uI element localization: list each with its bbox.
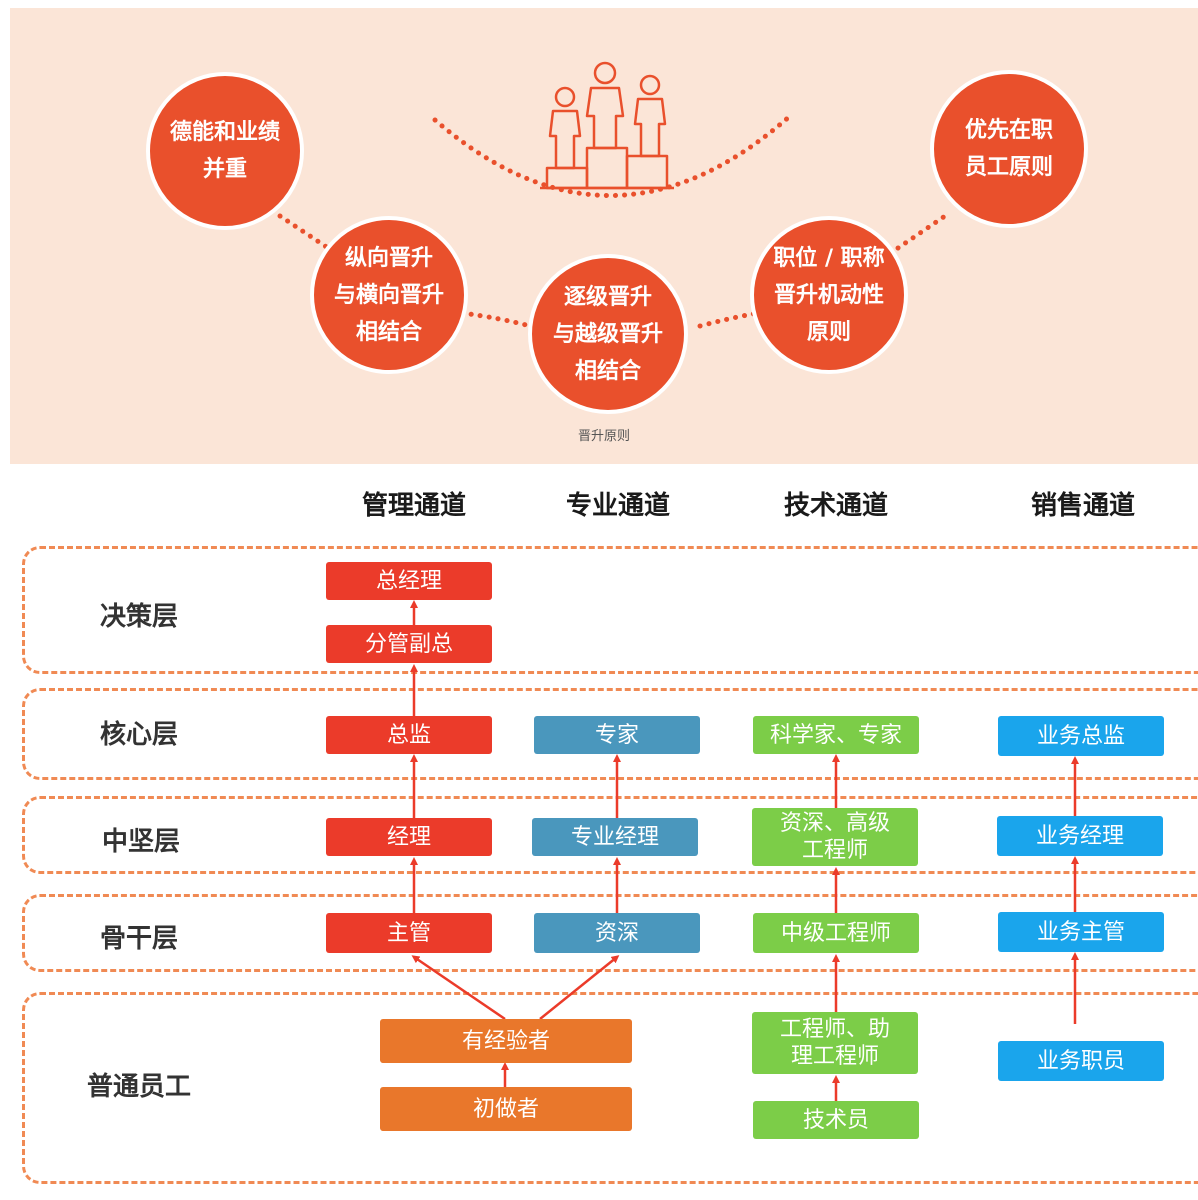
node-pro-senior: 资深: [534, 913, 700, 953]
node-pro-manager: 专业经理: [532, 818, 698, 856]
layer-band-staff: [22, 992, 1198, 1184]
connector-dots-1: [277, 213, 331, 251]
principle-text: 员工原则: [964, 155, 1053, 180]
principle-text: 并重: [202, 157, 247, 182]
layer-band-middle: [22, 796, 1198, 874]
header-technical-channel: 技术通道: [783, 491, 888, 521]
node-sales-director: 业务总监: [998, 716, 1164, 756]
principle-text: 德能和业绩: [169, 120, 280, 145]
principle-text: 纵向晋升: [344, 245, 433, 271]
principle-circle-stepwise-skip: 逐级晋升 与越级晋升 相结合: [528, 254, 688, 414]
node-experienced: 有经验者: [380, 1019, 632, 1063]
dotted-arc: [432, 113, 793, 198]
node-tech-technician: 技术员: [753, 1101, 919, 1139]
layer-label-middle: 中坚层: [101, 827, 180, 857]
layer-label-decision: 决策层: [99, 602, 178, 632]
layer-label-staff: 普通员工: [86, 1072, 191, 1102]
arrow-general-to-supervisor: [411, 955, 506, 1021]
connector-dots-2: [459, 310, 533, 329]
node-beginner: 初做者: [380, 1087, 632, 1131]
principle-text: 与横向晋升: [333, 282, 444, 308]
promotion-principles-panel: 德能和业绩 并重 纵向晋升 与横向晋升 相结合 逐级晋升 与越级晋升 相结合 职…: [10, 8, 1198, 464]
node-tech-engineer: 工程师、助 理工程师: [752, 1012, 918, 1074]
node-tech-mid-engineer: 中级工程师: [753, 913, 919, 953]
principle-text: 原则: [806, 319, 851, 345]
node-pro-expert: 专家: [534, 716, 700, 754]
node-text: 理工程师: [790, 1044, 879, 1069]
connector-dots-4: [895, 213, 948, 251]
principle-text: 相结合: [574, 358, 641, 384]
principle-circle-merit: 德能和业绩 并重: [146, 72, 304, 230]
layer-label-backbone: 骨干层: [99, 924, 178, 954]
node-tech-scientist: 科学家、专家: [753, 716, 919, 754]
principle-text: 相结合: [355, 319, 422, 345]
node-text: 中级工程师: [780, 920, 891, 946]
layer-band-decision: [22, 546, 1198, 674]
node-sales-supervisor: 业务主管: [998, 912, 1164, 952]
node-text: 资深、高级: [779, 811, 890, 836]
layer-band-core: [22, 688, 1198, 780]
principle-text: 晋升机动性: [773, 282, 884, 308]
node-mgmt-manager: 经理: [326, 818, 492, 856]
layer-label-core: 核心层: [99, 720, 178, 750]
principle-text: 优先在职: [964, 118, 1053, 143]
principle-text: 职位 / 职称: [773, 245, 885, 271]
podium-people-icon: [540, 61, 674, 190]
principle-text: 与越级晋升: [552, 321, 663, 347]
node-tech-senior-engineer: 资深、高级 工程师: [752, 808, 918, 866]
node-general-manager: 总经理: [326, 562, 492, 600]
principle-text: 逐级晋升: [563, 284, 652, 310]
header-management-channel: 管理通道: [361, 491, 466, 521]
node-text: 技术员: [802, 1107, 869, 1133]
arrow-general-to-senior: [539, 955, 620, 1020]
node-mgmt-supervisor: 主管: [326, 913, 492, 953]
node-text: 工程师、助: [779, 1017, 890, 1042]
node-text: 工程师: [801, 838, 868, 863]
principles-caption: 晋升原则: [577, 429, 630, 444]
node-sales-manager: 业务经理: [997, 816, 1163, 856]
header-sales-channel: 销售通道: [1030, 491, 1135, 521]
header-professional-channel: 专业通道: [565, 491, 670, 521]
node-text: 科学家、专家: [769, 722, 902, 748]
layer-band-backbone: [22, 894, 1198, 972]
node-mgmt-director: 总监: [326, 716, 492, 754]
principle-circle-flexibility: 职位 / 职称 晋升机动性 原则: [750, 216, 908, 374]
node-sales-staff: 业务职员: [998, 1041, 1164, 1081]
node-deputy-gm: 分管副总: [326, 625, 492, 663]
principle-circle-incumbent-first: 优先在职 员工原则: [930, 70, 1088, 228]
principle-circle-vertical-horizontal: 纵向晋升 与横向晋升 相结合: [310, 216, 468, 374]
